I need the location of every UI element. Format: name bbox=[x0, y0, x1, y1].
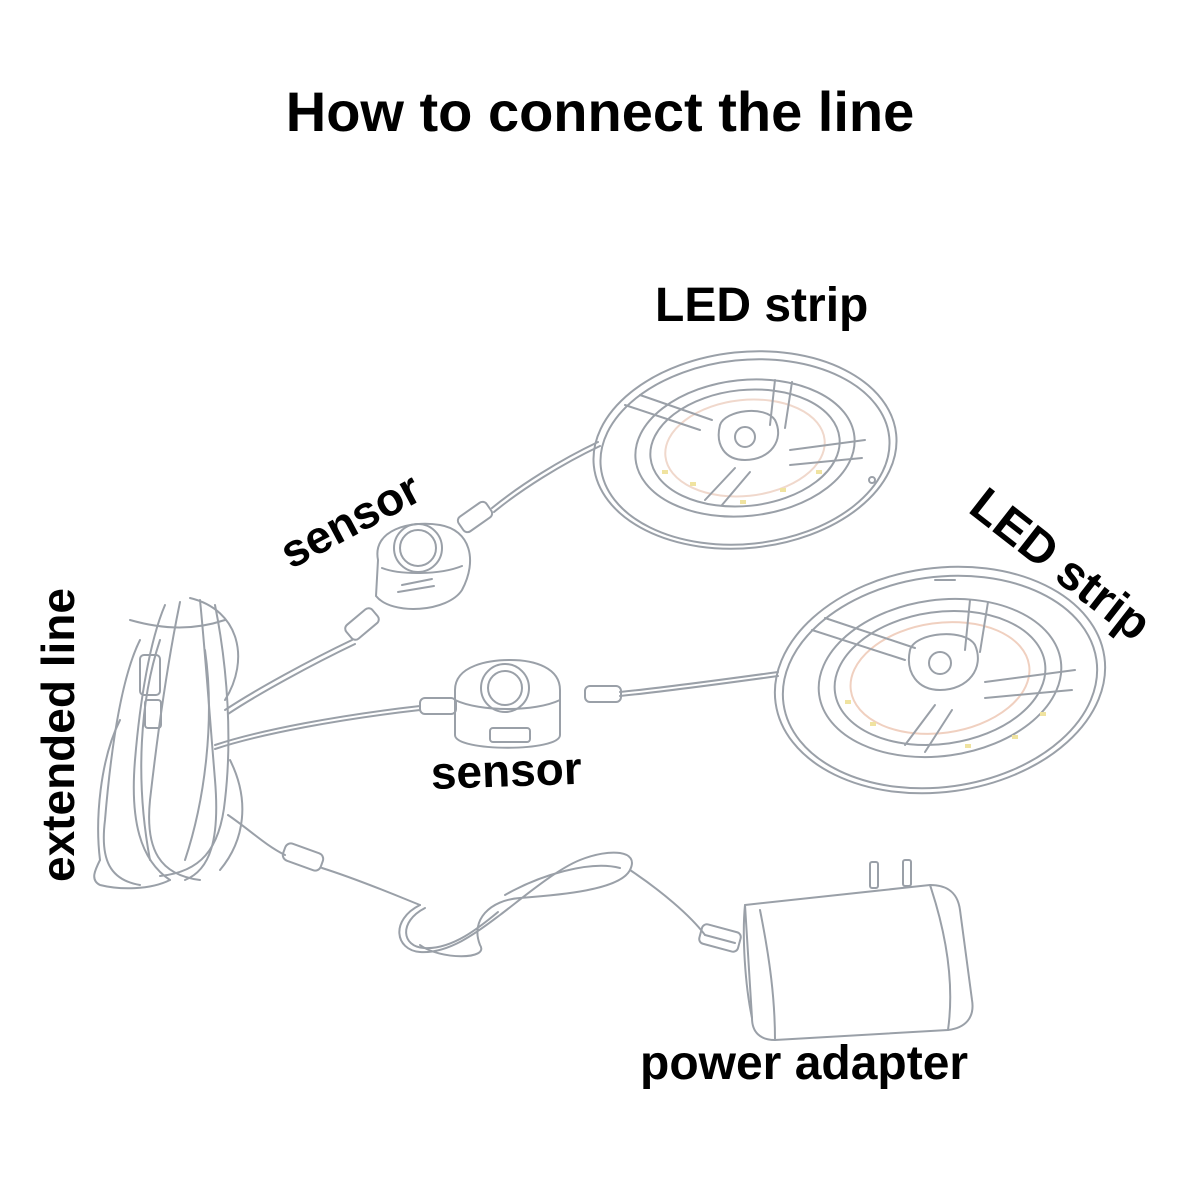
extended-line-label: extended line bbox=[32, 588, 84, 882]
cable-strip2-to-sensor2 bbox=[584, 671, 779, 703]
led-strip-reel-icon bbox=[773, 565, 1107, 795]
cable-sensor2-to-bundle bbox=[214, 705, 421, 750]
coiled-extension-cable-icon bbox=[93, 597, 244, 890]
led-chips bbox=[845, 700, 1046, 748]
cable-bundle-to-adapter bbox=[227, 814, 742, 958]
power-adapter-icon bbox=[742, 859, 974, 1041]
cable-strip1-to-sensor1 bbox=[456, 441, 601, 534]
cable-sensor1-to-bundle bbox=[224, 639, 356, 715]
power-adapter-label: power adapter bbox=[640, 1037, 969, 1090]
led-strip-label-top: LED strip bbox=[655, 279, 869, 332]
led-strip-reel-icon bbox=[592, 350, 898, 550]
led-chips bbox=[662, 470, 822, 504]
page-title: How to connect the line bbox=[285, 80, 915, 143]
motion-sensor-icon bbox=[419, 659, 561, 749]
motion-sensor-icon bbox=[344, 522, 471, 641]
sensor-label-lower: sensor bbox=[429, 741, 583, 799]
